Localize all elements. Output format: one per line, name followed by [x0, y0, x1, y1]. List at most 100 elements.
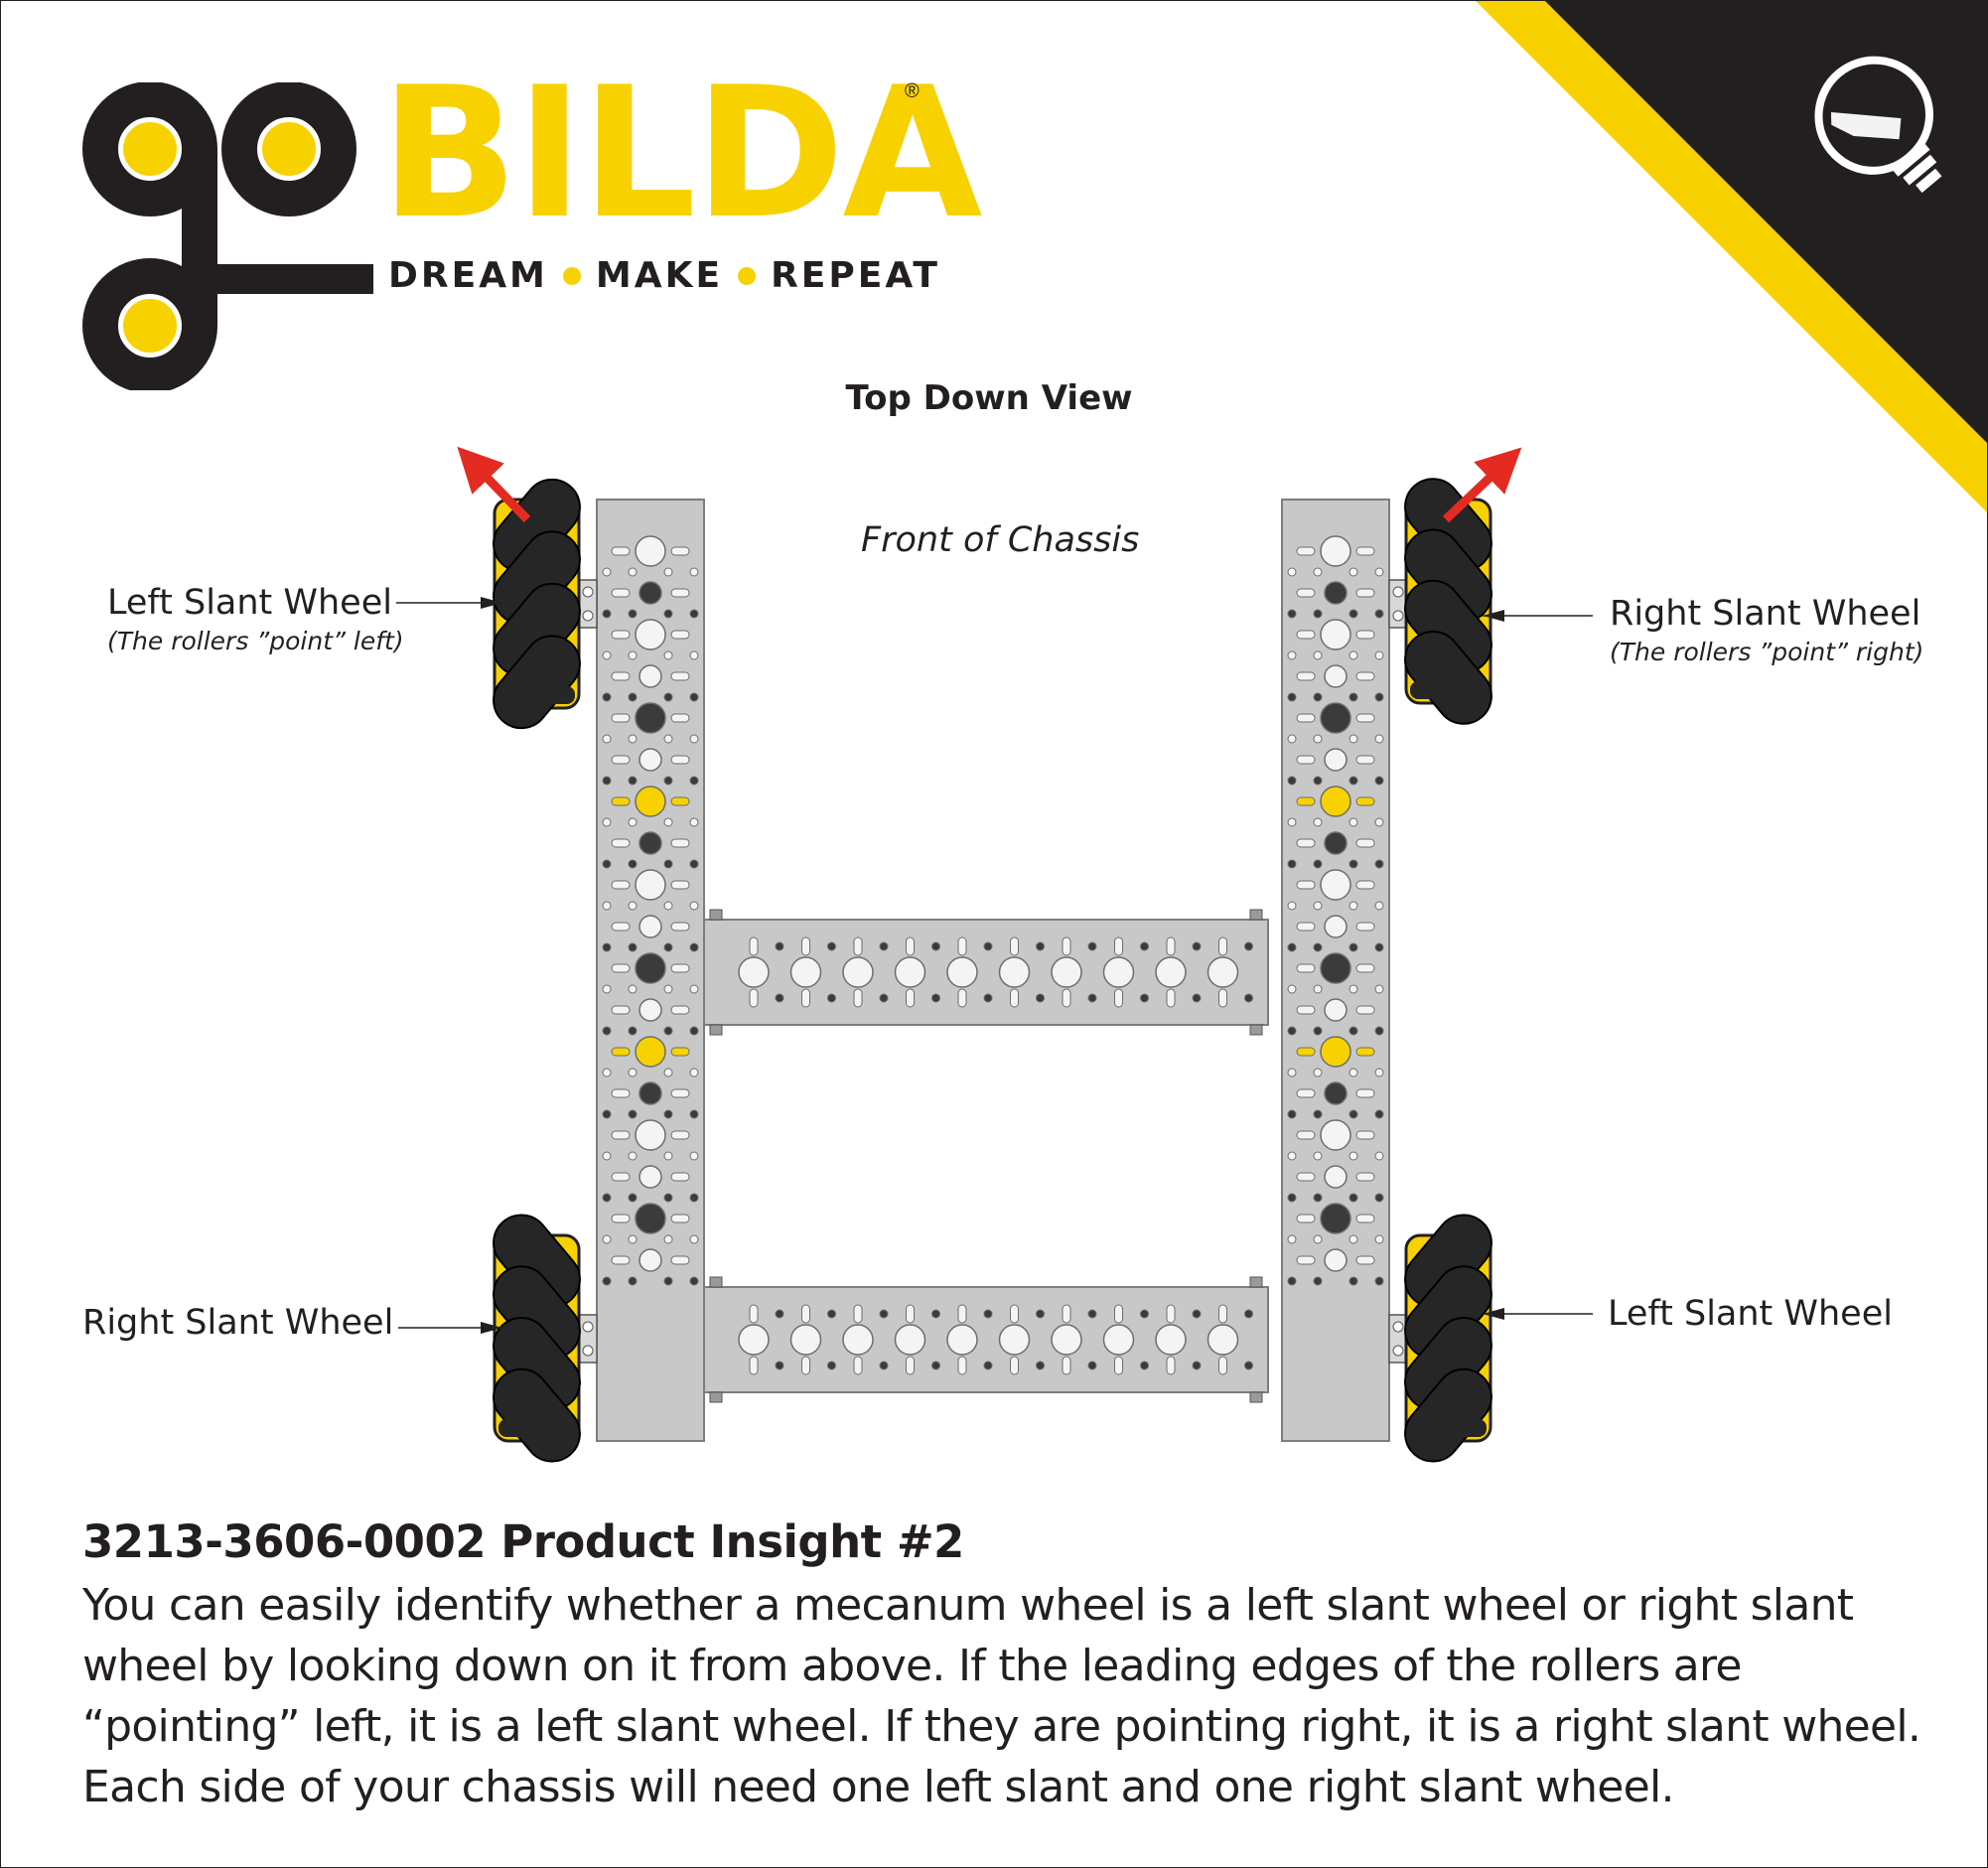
channel-small-hole [602, 776, 612, 786]
channel-small-hole [1287, 859, 1297, 869]
channel-small-hole [775, 1309, 784, 1319]
channel-slot [1355, 838, 1375, 848]
channel-small-hole [1140, 1361, 1149, 1370]
channel-small-hole [983, 993, 993, 1003]
channel-small-hole [1374, 859, 1384, 869]
channel-small-hole [931, 1361, 940, 1370]
channel-hole [998, 956, 1031, 988]
channel-small-hole [1244, 941, 1253, 951]
channel-small-hole [1374, 1068, 1384, 1078]
channel-hole [946, 1324, 978, 1356]
channel-slot [1062, 988, 1071, 1008]
channel-small-hole [1287, 1026, 1297, 1036]
channel-small-hole [602, 1193, 612, 1203]
channel-small-hole [628, 734, 638, 744]
channel-hole [639, 748, 662, 772]
channel-small-hole [1374, 1026, 1384, 1036]
lightbulb-wrench-icon [1814, 56, 1942, 194]
channel-small-hole [663, 1276, 673, 1286]
channel-hole [1324, 831, 1348, 855]
channel-small-hole [663, 567, 673, 577]
channel-slot [1166, 936, 1176, 956]
channel-slot [670, 630, 690, 640]
channel-hole [635, 786, 666, 817]
channel-small-hole [1192, 1309, 1202, 1319]
channel-slot [906, 936, 915, 956]
channel-small-hole [1287, 734, 1297, 744]
channel-slot [611, 671, 631, 681]
channel-slot [611, 838, 631, 848]
channel-small-hole [689, 817, 699, 827]
tagline-make: MAKE [595, 255, 724, 296]
channel-slot [1296, 713, 1316, 723]
front-right-wheel [1404, 478, 1492, 725]
channel-small-hole [689, 734, 699, 744]
channel-bolt [709, 1024, 723, 1036]
channel-small-hole [1374, 901, 1384, 911]
channel-small-hole [1287, 1234, 1297, 1244]
channel-small-hole [1313, 984, 1323, 994]
channel-small-hole [1192, 941, 1202, 951]
channel-small-hole [1036, 1361, 1045, 1370]
channel-slot [1114, 1356, 1123, 1375]
channel-small-hole [663, 942, 673, 952]
channel-slot [1166, 1304, 1176, 1324]
channel-slot [853, 1304, 863, 1324]
channel-small-hole [689, 692, 699, 702]
channel-slot [611, 546, 631, 556]
channel-small-hole [1349, 859, 1358, 869]
channel-slot [1296, 1255, 1316, 1265]
channel-small-hole [1140, 941, 1149, 951]
front-left-direction-arrow [457, 446, 531, 523]
channel-slot [1296, 1047, 1316, 1057]
channel-slot [611, 880, 631, 890]
tagline-dot [738, 266, 757, 285]
channel-small-hole [1349, 1151, 1358, 1161]
channel-hole [1324, 581, 1348, 605]
channel-hole [635, 619, 666, 650]
front-of-chassis-label: Front of Chassis [861, 520, 1140, 560]
channel-small-hole [931, 941, 940, 951]
channel-slot [1062, 1356, 1071, 1375]
front-right-direction-arrow [1442, 447, 1522, 523]
wheel-roller-end [1410, 681, 1487, 699]
channel-small-hole [663, 1026, 673, 1036]
front-left-wheel-label: Left Slant Wheel [107, 583, 392, 623]
channel-slot [670, 1047, 690, 1057]
channel-slot [670, 713, 690, 723]
channel-hole [635, 1119, 666, 1151]
channel-bolt [1249, 1391, 1263, 1403]
channel-small-hole [1287, 609, 1297, 619]
channel-slot [1062, 936, 1071, 956]
channel-small-hole [1349, 1068, 1358, 1078]
channel-slot [1166, 1356, 1176, 1375]
channel-slot [1218, 936, 1227, 956]
channel-small-hole [1244, 1309, 1253, 1319]
channel-hole [1324, 748, 1348, 772]
channel-small-hole [1349, 817, 1358, 827]
channel-hole [1155, 1324, 1187, 1356]
channel-hole [635, 952, 666, 984]
channel-small-hole [827, 993, 836, 1003]
channel-slot [670, 755, 690, 765]
channel-slot [1296, 588, 1316, 598]
front-right-wheel-note: (The rollers ”point” right) [1610, 638, 1924, 666]
insight-body: You can easily identify whether a mecanu… [82, 1575, 1949, 1817]
channel-hole [1324, 915, 1348, 938]
channel-small-hole [1349, 567, 1358, 577]
channel-slot [670, 1130, 690, 1140]
channel-small-hole [1313, 1234, 1323, 1244]
channel-hole [998, 1324, 1031, 1356]
channel-small-hole [1374, 650, 1384, 660]
channel-small-hole [602, 650, 612, 660]
channel-slot [611, 1047, 631, 1057]
channel-hole [639, 915, 662, 938]
channel-small-hole [689, 1151, 699, 1161]
channel-hole [738, 956, 770, 988]
front-left-leader [396, 597, 502, 609]
channel-slot [749, 936, 759, 956]
mount-screw [582, 610, 594, 622]
channel-slot [1010, 988, 1019, 1008]
channel-small-hole [1349, 692, 1358, 702]
channel-small-hole [1087, 993, 1097, 1003]
